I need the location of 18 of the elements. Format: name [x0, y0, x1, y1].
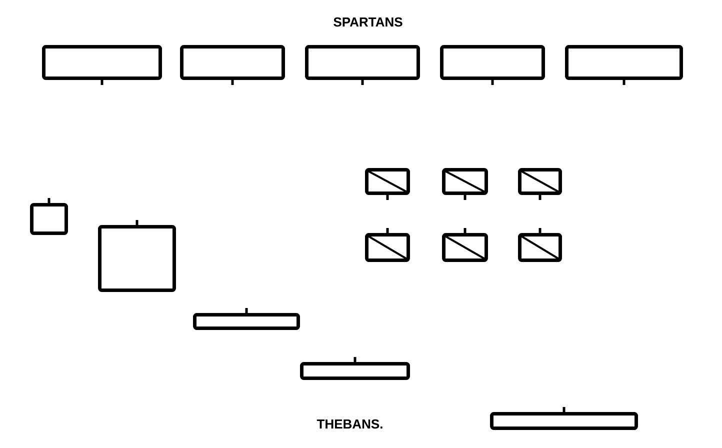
- unit-block: [442, 168, 488, 200]
- army-label: SPARTANS: [334, 17, 402, 27]
- unit-block: [30, 198, 68, 235]
- unit-block: [490, 407, 638, 430]
- unit-block: [305, 45, 420, 85]
- unit-block: [365, 168, 410, 200]
- unit-block: [300, 357, 410, 380]
- unit-block: [518, 228, 562, 262]
- unit-block: [440, 45, 545, 85]
- unit-block: [193, 308, 300, 330]
- unit-block: [565, 45, 683, 85]
- unit-block: [98, 220, 176, 292]
- unit-block: [365, 228, 410, 262]
- unit-block: [42, 45, 162, 85]
- unit-block: [442, 228, 488, 262]
- unit-block: [180, 45, 285, 85]
- army-label: THEBANS.: [316, 419, 382, 429]
- unit-block: [518, 168, 562, 200]
